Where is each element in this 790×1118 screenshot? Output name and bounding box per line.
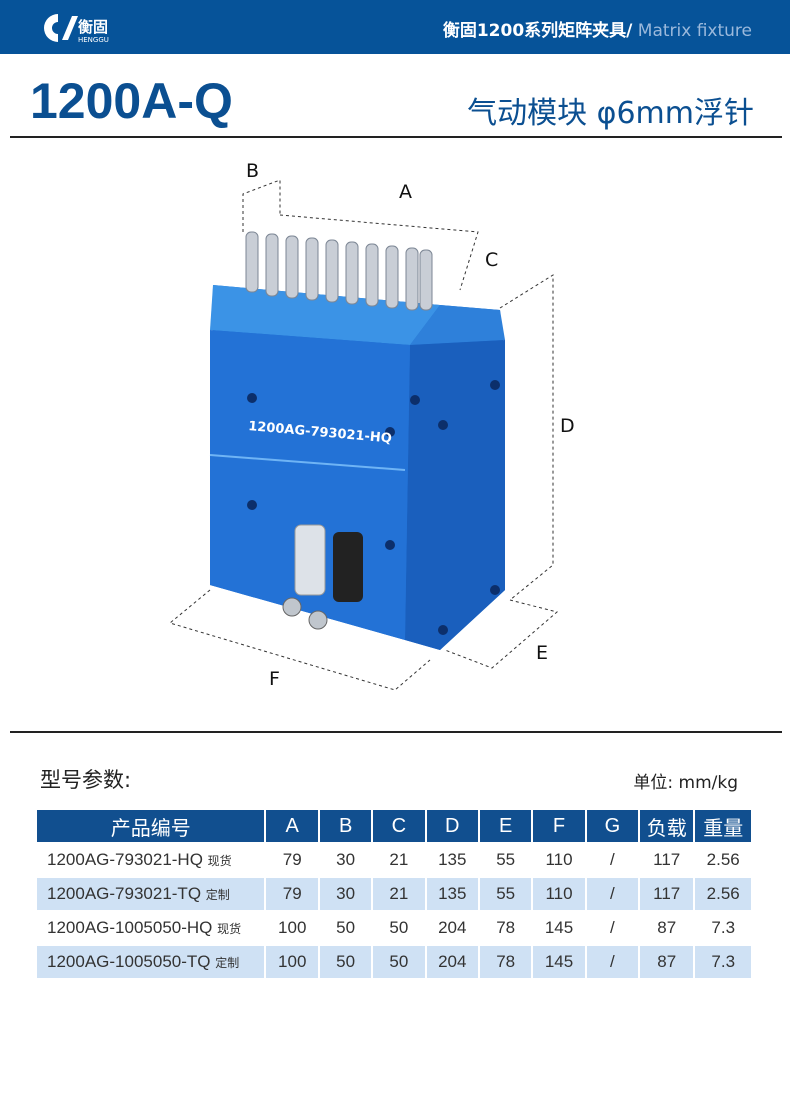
stock-tag: 现货	[217, 922, 242, 936]
cell-a: 79	[282, 850, 302, 869]
cell-c: 21	[373, 878, 425, 910]
cell-g: /	[586, 878, 638, 910]
col-c: C	[373, 810, 425, 842]
dim-label-e: E	[536, 642, 549, 664]
cell-weight: 7.3	[711, 918, 736, 937]
svg-text:HENGGU: HENGGU	[78, 36, 109, 44]
cell-f: 110	[533, 878, 585, 910]
stock-tag: 现货	[207, 854, 232, 868]
cell-e: 55	[480, 878, 532, 910]
series-en: Matrix fixture	[632, 21, 752, 41]
dim-label-b: B	[246, 160, 260, 182]
col-g: G	[586, 810, 638, 842]
col-weight: 重量	[695, 810, 751, 842]
dim-label-a: A	[399, 181, 412, 203]
cell-g: /	[610, 850, 615, 869]
col-load: 负载	[640, 810, 694, 842]
dim-label-f: F	[269, 668, 280, 690]
cell-load: 87	[640, 946, 694, 978]
stock-tag: 定制	[215, 956, 240, 970]
cell-f: 110	[545, 850, 573, 869]
col-model: 产品编号	[37, 810, 265, 842]
dim-label-d: D	[560, 415, 575, 437]
cell-b: 50	[336, 918, 356, 937]
unit-label: 单位: mm/kg	[633, 773, 738, 793]
cell-e: 78	[480, 946, 532, 978]
product-image: 1200AG-793021-HQ	[168, 179, 559, 691]
cell-b: 50	[319, 946, 372, 978]
cell-weight: 2.56	[706, 850, 740, 869]
cell-c: 21	[389, 850, 409, 869]
svg-text:衡固: 衡固	[78, 18, 108, 36]
cell-a: 79	[266, 878, 318, 910]
cell-g: /	[586, 946, 638, 978]
model-title: 1200A-Q	[30, 73, 233, 129]
cell-load: 117	[640, 878, 694, 910]
cell-d: 204	[438, 918, 467, 937]
cell-e: 55	[496, 850, 516, 869]
cell-c: 50	[373, 946, 425, 978]
model-number: 1200AG-1005050-HQ	[47, 918, 213, 937]
cell-model: 1200AG-793021-HQ 现货	[37, 844, 264, 876]
col-f: F	[533, 810, 585, 842]
cell-a: 100	[278, 918, 307, 937]
cell-model: 1200AG-1005050-TQ 定制	[37, 946, 265, 978]
table-row: 1200AG-793021-HQ 现货 79 30 21 135 55 110 / 117 2.5…	[37, 844, 751, 876]
cell-load: 87	[657, 918, 677, 937]
model-number: 1200AG-793021-HQ	[47, 850, 203, 869]
col-e: E	[480, 810, 532, 842]
cell-g: /	[610, 918, 615, 937]
col-a: A	[266, 810, 318, 842]
cell-b: 30	[336, 850, 356, 869]
cell-d: 135	[426, 878, 479, 910]
series-title: 衡固1200系列矩阵夹具/ Matrix fixture	[443, 16, 752, 41]
cell-f: 145	[533, 946, 585, 978]
divider	[10, 136, 782, 138]
cell-d: 135	[438, 850, 467, 869]
spec-table: 产品编号 A B C D E F G 负载 重量 1200AG-793021-H…	[35, 808, 753, 980]
col-d: D	[426, 810, 479, 842]
cell-model: 1200AG-1005050-HQ 现货	[37, 912, 264, 944]
cell-c: 50	[389, 918, 409, 937]
spec-heading: 型号参数:	[40, 768, 132, 792]
cell-e: 78	[496, 918, 516, 937]
table-row: 1200AG-1005050-HQ 现货 100 50 50 204 78 145 / 87 7.…	[37, 912, 751, 944]
cell-b: 30	[319, 878, 372, 910]
cell-weight: 2.56	[695, 878, 751, 910]
model-number: 1200AG-1005050-TQ	[47, 952, 211, 971]
cell-load: 117	[653, 850, 681, 869]
cell-d: 204	[426, 946, 479, 978]
model-number: 1200AG-793021-TQ	[47, 884, 202, 903]
cell-weight: 7.3	[695, 946, 751, 978]
series-cn: 衡固1200系列矩阵夹具/	[442, 21, 633, 41]
table-header: 产品编号 A B C D E F G 负载 重量	[37, 810, 751, 842]
col-b: B	[319, 810, 372, 842]
cell-f: 145	[544, 918, 574, 937]
stock-tag: 定制	[205, 888, 230, 902]
model-subtitle: 气动模块 φ6mm浮针	[467, 96, 754, 131]
cell-model: 1200AG-793021-TQ 定制	[37, 878, 265, 910]
dim-label-c: C	[485, 249, 499, 271]
divider	[10, 731, 782, 733]
cell-a: 100	[266, 946, 318, 978]
